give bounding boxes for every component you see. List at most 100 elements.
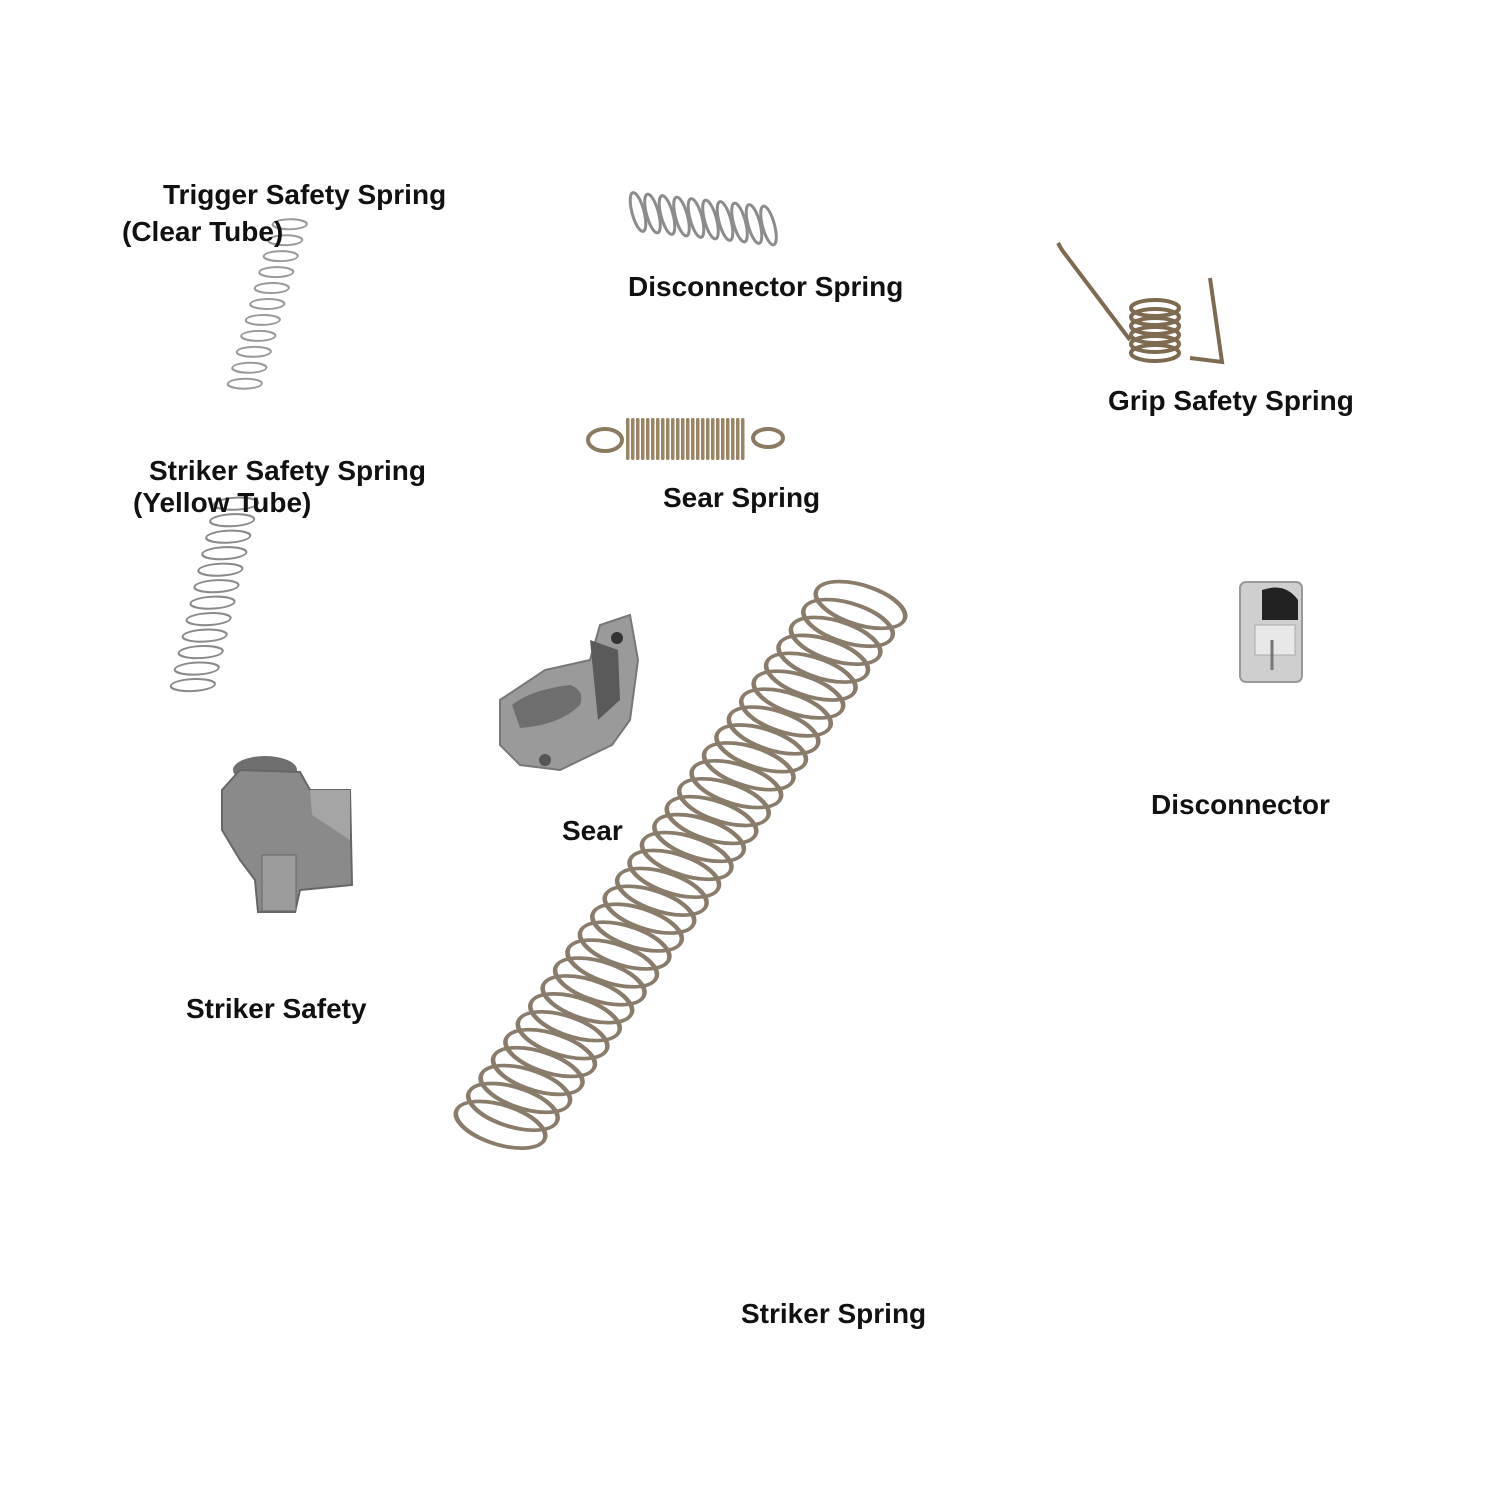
- spring-coil: [528, 992, 622, 1043]
- spring-coil: [652, 812, 747, 864]
- spring-coil: [788, 615, 883, 666]
- spring-coil: [736, 418, 740, 460]
- spring-coil: [249, 297, 286, 310]
- spring-coil: [726, 705, 821, 756]
- spring-coil: [711, 418, 715, 460]
- striker-safety-spring-label: Striker Safety Spring: [149, 455, 426, 486]
- spring-coil: [726, 418, 730, 460]
- spring-coil: [628, 191, 648, 233]
- spring-coil: [590, 902, 684, 953]
- spring-coil: [1129, 334, 1181, 354]
- spring-coil: [656, 418, 660, 460]
- spring-coil: [503, 1027, 598, 1079]
- spring-coil: [686, 197, 706, 239]
- spring-coil: [744, 203, 764, 245]
- trigger-safety-spring-label: Trigger Safety Spring: [163, 179, 447, 210]
- spring-coil: [185, 612, 232, 627]
- spring-coil: [565, 938, 660, 989]
- spring-coil: [664, 794, 759, 846]
- spring-coil: [676, 418, 680, 460]
- spring-coil: [636, 418, 640, 460]
- spring-coil: [231, 361, 268, 374]
- disconnector-label: Disconnector: [1151, 789, 1330, 820]
- striker-safety-spring-image: [169, 496, 260, 693]
- spring-coil: [677, 776, 771, 828]
- spring-coil: [226, 377, 263, 390]
- spring-coil: [267, 234, 304, 247]
- spring-coil: [201, 546, 248, 561]
- trigger-safety-spring-image: [226, 218, 308, 390]
- spring-coil: [177, 645, 224, 660]
- grip-safety-spring-label: Grip Safety Spring: [1108, 385, 1354, 416]
- spring-coil: [577, 920, 672, 971]
- spring-coil: [478, 1063, 573, 1115]
- spring-coil: [193, 579, 240, 594]
- spring-coil: [721, 418, 725, 460]
- spring-coil: [801, 597, 896, 649]
- spring-coil: [671, 418, 675, 460]
- spring-coil: [205, 529, 252, 544]
- spring-coil: [763, 651, 858, 702]
- spring-coil: [639, 830, 734, 882]
- spring-coil: [258, 266, 295, 279]
- grip-safety-spring-image: [1056, 242, 1225, 365]
- spring-coil: [701, 418, 705, 460]
- spring-coil: [666, 418, 670, 460]
- spring-coil: [701, 741, 796, 792]
- spring-coil: [627, 848, 722, 900]
- spring-coil: [197, 562, 244, 577]
- spring-coil: [271, 218, 308, 231]
- spring-coil: [169, 677, 216, 693]
- striker-safety-image: [221, 756, 354, 913]
- spring-coil: [776, 633, 871, 684]
- spring-coil: [189, 595, 236, 610]
- spring-coil: [696, 418, 700, 460]
- spring-coil: [641, 418, 645, 460]
- spring-coil: [672, 195, 691, 238]
- spring-coil: [686, 418, 690, 460]
- spring-coil: [209, 513, 256, 528]
- spring-coil: [651, 418, 655, 460]
- spring-coil: [716, 418, 720, 460]
- spring-coil: [614, 866, 709, 917]
- spring-coil: [262, 250, 299, 263]
- spring-coil: [759, 204, 778, 247]
- sear-spring-image: [586, 418, 785, 460]
- spring-coil: [714, 723, 809, 774]
- spring-coil: [540, 974, 635, 1025]
- spring-coil: [626, 418, 630, 460]
- striker-spring-label: Striker Spring: [741, 1298, 927, 1329]
- spring-coil: [602, 884, 697, 935]
- spring-coil: [691, 418, 695, 460]
- sear-spring-label: Sear Spring: [663, 482, 821, 513]
- spring-coil: [643, 192, 662, 235]
- spring-coil: [173, 661, 220, 676]
- spring-coil: [244, 313, 281, 326]
- spring-coil: [661, 418, 665, 460]
- striker-safety-spring-note: (Yellow Tube): [133, 487, 312, 518]
- spring-coil: [751, 669, 846, 720]
- spring-coil: [715, 200, 735, 242]
- spring-coil: [681, 418, 685, 460]
- sear-image: [499, 613, 640, 772]
- disconnector-spring-image: [628, 191, 778, 247]
- disconnector-spring-label: Disconnector Spring: [628, 271, 904, 302]
- spring-coil: [730, 201, 749, 244]
- spring-coil: [240, 329, 277, 342]
- spring-coil: [741, 418, 745, 460]
- spring-coil: [689, 759, 784, 810]
- spring-coil: [706, 418, 710, 460]
- spring-coil: [657, 194, 677, 236]
- spring-coil: [813, 579, 908, 631]
- spring-coil: [646, 418, 650, 460]
- sear-label: Sear: [562, 815, 623, 846]
- trigger-safety-spring-note: (Clear Tube): [122, 216, 284, 247]
- spring-coil: [552, 956, 647, 1007]
- spring-coil: [515, 1009, 610, 1061]
- spring-coil: [213, 496, 260, 511]
- spring-coil: [453, 1099, 548, 1150]
- striker-safety-label: Striker Safety: [186, 993, 367, 1024]
- spring-coil: [701, 198, 720, 241]
- spring-coil: [731, 418, 735, 460]
